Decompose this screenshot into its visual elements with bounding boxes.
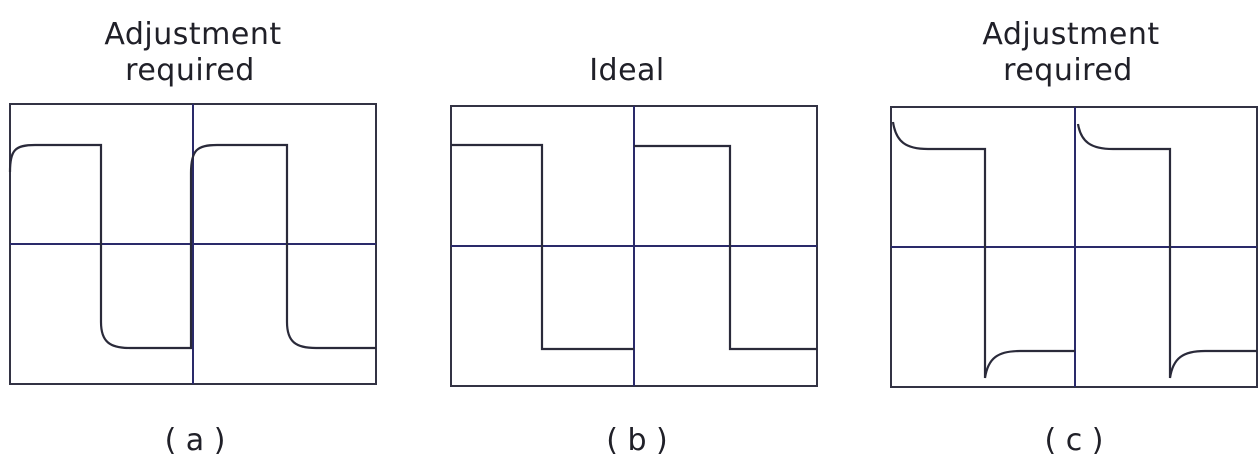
panel-c: Adjustment required ( c ): [890, 17, 1258, 458]
panel-a-caption: ( a ): [165, 423, 226, 458]
panel-c-caption: ( c ): [1045, 423, 1104, 458]
panel-b-title-line-1: Ideal: [589, 53, 665, 88]
panel-b: Ideal ( b ): [450, 53, 818, 458]
panel-c-waveform: [891, 121, 1257, 379]
panel-a-title-line-1: Adjustment: [104, 17, 281, 52]
panel-a-waveform: [8, 143, 376, 350]
panel-b-waveform: [451, 143, 817, 351]
panel-a: Adjustment required ( a ): [8, 17, 377, 458]
panel-c-title-line-1: Adjustment: [982, 17, 1159, 52]
panel-b-caption: ( b ): [606, 423, 668, 458]
panel-a-title-line-2: required: [125, 53, 255, 88]
panel-c-title-line-2: required: [1003, 53, 1133, 88]
